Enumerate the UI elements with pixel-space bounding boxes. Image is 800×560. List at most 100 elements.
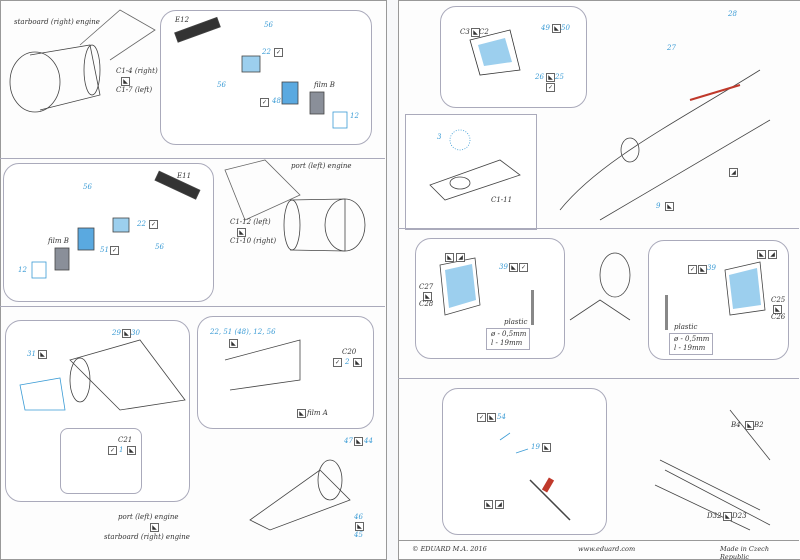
e11-parts [31,170,201,279]
label-e11: E11 [177,172,192,180]
rod-length: l - 19mm [674,344,706,352]
part-56: 56 [217,81,226,89]
label-d23: D23 [732,512,747,520]
part-31: 31 [27,350,36,358]
part-19: 19 [531,443,540,451]
flap-detail-panel [442,388,607,535]
rod-length: l - 19mm [491,339,523,347]
fold-icon: ◣ [423,292,432,301]
part-56: 56 [264,21,273,29]
label-film-b: film B [48,237,69,245]
part-3: 3 [437,133,442,141]
label-c1-11: C1-11 [491,196,513,204]
part-50: 50 [561,24,570,32]
fold-icon: ◣ [552,24,561,33]
label-film-a: film A [307,409,328,417]
label-c1-7: C1-7 (left) [116,86,153,94]
part-48: 48 [272,97,281,105]
fold-icon: ◣ [487,413,496,422]
part-22: 22 [262,48,271,56]
rod-spec-box: ø - 0,5mm l - 19mm [486,328,530,350]
part-28: 28 [728,10,737,18]
label-b2: B2 [754,421,764,429]
bend-icon: ✓ [110,246,119,255]
fold-icon: ◣ [121,77,130,86]
fold-icon: ◣ [445,253,454,262]
fold-icon: ◣ [122,329,131,338]
part-44: 44 [364,437,373,445]
fold-icon: ◣ [484,500,493,509]
label-c1-12: C1-12 (left) [230,218,271,226]
part-2: 2 [345,358,350,366]
part-47: 47 [344,437,353,445]
rod-spec-box: ø - 0,5mm l - 19mm [669,333,713,355]
fold-icon: ◣ [542,443,551,452]
c21-subpanel [60,428,142,494]
label-plastic: plastic [674,323,698,331]
label-c1-4: C1-4 (right) [116,67,158,75]
fold-icon: ◣ [698,265,707,274]
fold-icon: ◣ [297,409,306,418]
rod-diameter: ø - 0,5mm [491,330,527,338]
label-film-b: film B [314,81,335,89]
fold-icon: ◣ [665,202,674,211]
fold-icon: ◣ [546,73,555,82]
bend-icon: ✓ [546,83,555,92]
part-54: 54 [497,413,506,421]
fold-icon: ◣ [471,28,480,37]
part-25: 25 [555,73,564,81]
divider [0,158,385,159]
bend-icon: ✓ [260,98,269,107]
fold-icon: ◣ [229,339,238,348]
part-29: 29 [112,329,121,337]
callout-parts-list: 22, 51 (48), 12, 56 [210,328,276,336]
label-plastic: plastic [504,318,528,326]
part-27: 27 [667,44,676,52]
label-e12: E12 [175,16,190,24]
part-22: 22 [137,220,146,228]
fold-icon: ◣ [354,437,363,446]
flap-drawings [499,409,771,531]
footer-divider [398,540,799,541]
label-c26: C26 [771,313,786,321]
divider [0,306,385,307]
part-9: 9 [656,202,661,210]
fold-icon: ◣ [757,250,766,259]
bend-icon: ✓ [108,446,117,455]
divider [398,228,799,229]
label-c20: C20 [342,348,357,356]
fold-icon: ◣ [353,358,362,367]
part-46: 46 [354,513,363,521]
c20-detail-panel [197,316,374,429]
part-26: 26 [535,73,544,81]
rod-diameter: ø - 0,5mm [674,335,710,343]
seat-detail-panel [440,6,587,108]
fold-icon: ◣ [745,421,754,430]
part-56: 56 [83,183,92,191]
cockpit-drawing [429,29,771,221]
label-c21: C21 [118,436,133,444]
e12-parts [174,16,348,129]
fold-icon: ◣ [150,523,159,532]
fold-icon: ◣ [773,305,782,314]
fold-icon: ◣ [127,446,136,455]
fold-icon: ◣ [38,350,47,359]
port-engine-label: port (left) engine [118,513,179,521]
part-39: 39 [707,264,716,272]
label-c3: C3 [460,28,470,36]
part-30: 30 [131,329,140,337]
website-link[interactable]: www.eduard.com [578,545,636,553]
label-c2: C2 [479,28,489,36]
made-in: Made in Czech Republic [720,545,770,560]
copyright: © EDUARD M.A. 2016 [412,545,487,553]
starboard-engine-label: starboard (right) engine [104,533,190,541]
label-d32: D32 [707,512,722,520]
part-12: 12 [350,112,359,120]
bend-icon: ✓ [519,263,528,272]
label-c1-10: C1-10 (right) [230,237,277,245]
paint-icon: ◢ [495,500,504,509]
part-56: 56 [155,243,164,251]
paint-icon: ◢ [456,253,465,262]
